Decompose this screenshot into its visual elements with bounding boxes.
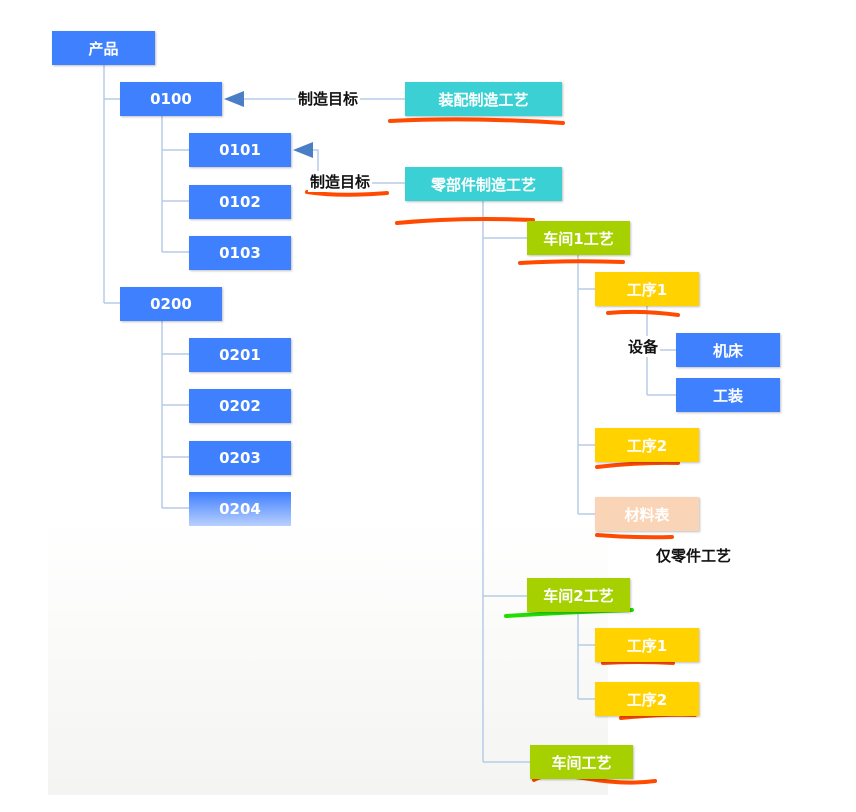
annotation-underline	[518, 259, 625, 265]
node-machine[interactable]: 机床	[676, 333, 780, 367]
arrow-head-icon	[293, 142, 313, 158]
node-tooling[interactable]: 工装	[676, 378, 780, 412]
node-workshop2[interactable]: 车间2工艺	[527, 578, 630, 612]
node-0204[interactable]: 0204	[189, 492, 291, 526]
node-0202[interactable]: 0202	[189, 389, 291, 423]
connector-parts	[482, 200, 530, 763]
node-workshop3[interactable]: 车间工艺	[530, 745, 633, 779]
node-product[interactable]: 产品	[52, 31, 155, 65]
node-0101[interactable]: 0101	[189, 133, 291, 167]
annotation-underline	[595, 460, 680, 469]
label-parts-only: 仅零件工艺	[654, 545, 734, 566]
connector-workshop1	[577, 255, 595, 515]
label-manufacturing-target: 制造目标	[308, 171, 373, 192]
node-workshop1[interactable]: 车间1工艺	[527, 221, 630, 255]
node-w1-op2[interactable]: 工序2	[595, 428, 699, 462]
node-w2-op2[interactable]: 工序2	[595, 682, 699, 716]
node-0201[interactable]: 0201	[189, 338, 291, 372]
annotation-underline	[388, 117, 565, 125]
label-manufacturing-target: 制造目标	[296, 88, 361, 109]
annotation-underline	[606, 309, 680, 317]
node-parts-process[interactable]: 零部件制造工艺	[405, 167, 562, 201]
label-equipment: 设备	[626, 336, 661, 357]
connector-workshop2	[577, 613, 595, 700]
node-0100[interactable]: 0100	[120, 82, 222, 116]
node-0103[interactable]: 0103	[189, 236, 291, 270]
node-w2-op1[interactable]: 工序1	[595, 628, 699, 662]
node-0102[interactable]: 0102	[189, 185, 291, 219]
connector-product	[103, 64, 120, 304]
arrow-head-icon	[224, 91, 244, 107]
node-material-list[interactable]: 材料表	[595, 497, 699, 531]
background-shade	[48, 520, 608, 795]
node-assembly-process[interactable]: 装配制造工艺	[405, 82, 562, 116]
annotation-underline	[395, 217, 535, 225]
node-0203[interactable]: 0203	[189, 441, 291, 475]
annotation-underline	[595, 533, 674, 540]
node-0200[interactable]: 0200	[120, 287, 222, 321]
connector-0100	[161, 116, 189, 253]
node-w1-op1[interactable]: 工序1	[595, 272, 699, 306]
annotation-underline	[305, 190, 389, 197]
annotation-underline	[601, 660, 675, 665]
connector-0200	[161, 320, 189, 509]
